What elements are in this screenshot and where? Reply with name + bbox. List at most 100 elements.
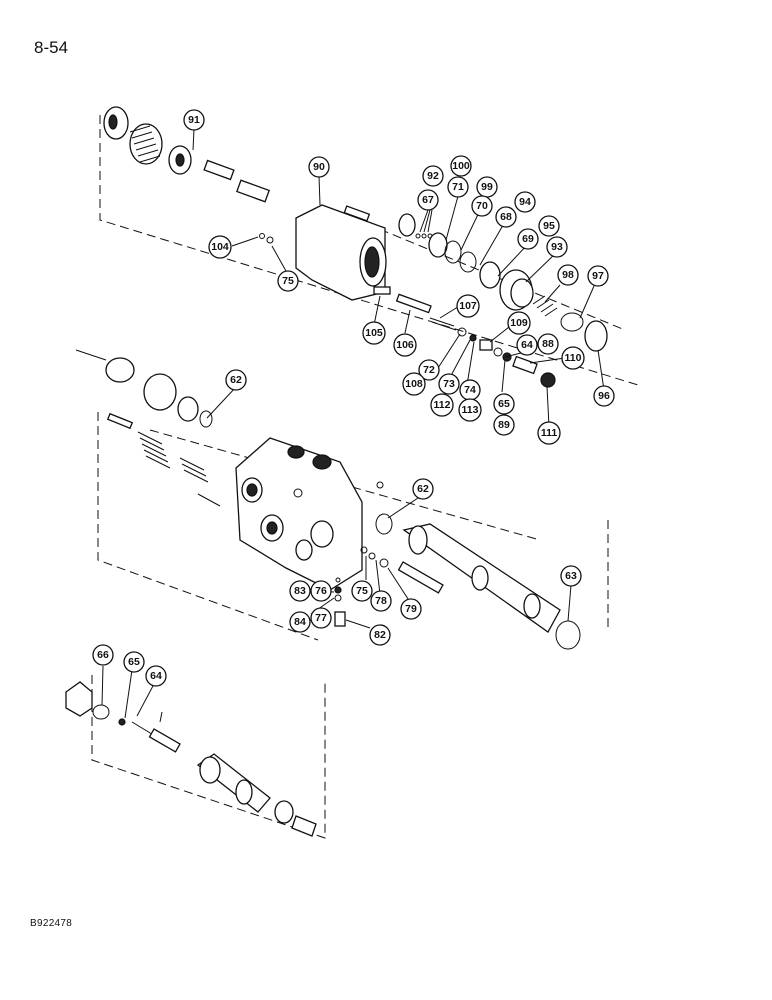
figure-id: B922478 [30, 918, 73, 929]
main-valve-body [235, 437, 363, 591]
callout-104: 104 [208, 235, 232, 259]
callout-100: 100 [450, 155, 472, 177]
svg-text:78: 78 [375, 595, 387, 607]
callout-72: 72 [418, 359, 440, 381]
main-spool [402, 523, 581, 650]
svg-text:109: 109 [510, 317, 528, 329]
middle-small-parts [334, 481, 393, 627]
svg-text:108: 108 [405, 378, 423, 390]
svg-text:62: 62 [230, 374, 242, 386]
svg-text:74: 74 [464, 384, 476, 396]
callout-82: 82 [369, 624, 391, 646]
callout-71: 71 [447, 176, 469, 198]
upper-small-parts [259, 233, 556, 388]
svg-text:65: 65 [128, 656, 140, 668]
svg-text:62: 62 [417, 483, 429, 495]
callout-79: 79 [400, 598, 422, 620]
callout-112: 112 [430, 393, 454, 417]
svg-text:84: 84 [294, 616, 306, 628]
callout-99: 99 [476, 176, 498, 198]
callout-110: 110 [561, 346, 585, 370]
callout-106: 106 [393, 333, 417, 357]
upper-inner-boundary [327, 207, 626, 331]
upper-stem [203, 159, 270, 203]
svg-text:112: 112 [434, 399, 451, 411]
callout-93: 93 [546, 236, 568, 258]
callout-70: 70 [471, 195, 493, 217]
upper-spring [129, 123, 163, 165]
svg-text:110: 110 [565, 352, 582, 364]
svg-text:93: 93 [551, 241, 563, 253]
svg-text:66: 66 [97, 649, 109, 661]
lower-plug [65, 681, 126, 726]
callout-111: 111 [537, 421, 561, 445]
callout-77: 77 [310, 607, 332, 629]
svg-text:82: 82 [374, 629, 386, 641]
callout-91: 91 [183, 109, 205, 131]
callout-96: 96 [593, 385, 615, 407]
svg-text:76: 76 [315, 585, 327, 597]
svg-text:92: 92 [427, 170, 439, 182]
svg-text:68: 68 [500, 211, 512, 223]
callout-109: 109 [507, 311, 531, 335]
svg-text:89: 89 [498, 419, 510, 431]
body-bolt [343, 205, 371, 222]
svg-text:100: 100 [452, 160, 470, 172]
svg-text:64: 64 [150, 670, 162, 682]
svg-text:99: 99 [481, 181, 493, 193]
svg-text:71: 71 [452, 181, 464, 193]
upper-spring-cap [103, 106, 129, 140]
callout-64-lower: 64 [145, 665, 167, 687]
callout-78: 78 [370, 590, 392, 612]
page-number: 8-54 [34, 38, 69, 57]
middle-section-boundary [97, 412, 319, 641]
spring-retainer [168, 145, 192, 175]
callout-95: 95 [538, 215, 560, 237]
callout-68: 68 [495, 206, 517, 228]
svg-text:88: 88 [542, 338, 554, 350]
lower-section-boundary [91, 675, 326, 839]
callout-65-lower: 65 [123, 651, 145, 673]
callout-94: 94 [514, 191, 536, 213]
callout-67: 67 [417, 189, 439, 211]
callout-62-middle: 62 [412, 478, 434, 500]
svg-text:90: 90 [313, 161, 325, 173]
svg-text:75: 75 [282, 275, 294, 287]
middle-plunger [397, 561, 444, 594]
svg-text:65: 65 [498, 398, 510, 410]
middle-control-head [75, 349, 213, 428]
callout-92: 92 [422, 165, 444, 187]
callout-108: 108 [402, 372, 426, 396]
svg-text:105: 105 [365, 327, 383, 339]
callout-66: 66 [92, 644, 114, 666]
callout-107: 107 [456, 294, 480, 318]
callout-75-upper: 75 [277, 270, 299, 292]
svg-text:64: 64 [521, 339, 533, 351]
callout-76: 76 [310, 580, 332, 602]
upper-piston [499, 269, 534, 311]
svg-text:79: 79 [405, 603, 417, 615]
svg-text:107: 107 [459, 300, 477, 312]
callout-62-top: 62 [225, 369, 247, 391]
callout-69: 69 [517, 228, 539, 250]
callout-113: 113 [458, 398, 482, 422]
upper-right-spring [532, 295, 558, 317]
callout-75-middle: 75 [351, 580, 373, 602]
svg-text:73: 73 [443, 378, 455, 390]
middle-springs [106, 412, 221, 507]
lower-spool [196, 753, 317, 837]
svg-text:83: 83 [294, 585, 306, 597]
svg-text:111: 111 [541, 427, 558, 439]
svg-text:95: 95 [543, 220, 555, 232]
svg-text:70: 70 [476, 200, 488, 212]
upper-valve-body [295, 204, 387, 301]
svg-text:106: 106 [396, 339, 414, 351]
svg-text:113: 113 [462, 404, 479, 416]
svg-text:91: 91 [188, 114, 200, 126]
callout-74: 74 [459, 379, 481, 401]
upper-cap-rings [560, 312, 608, 352]
svg-text:97: 97 [592, 270, 604, 282]
callout-65-upper: 65 [493, 393, 515, 415]
callout-88: 88 [537, 333, 559, 355]
